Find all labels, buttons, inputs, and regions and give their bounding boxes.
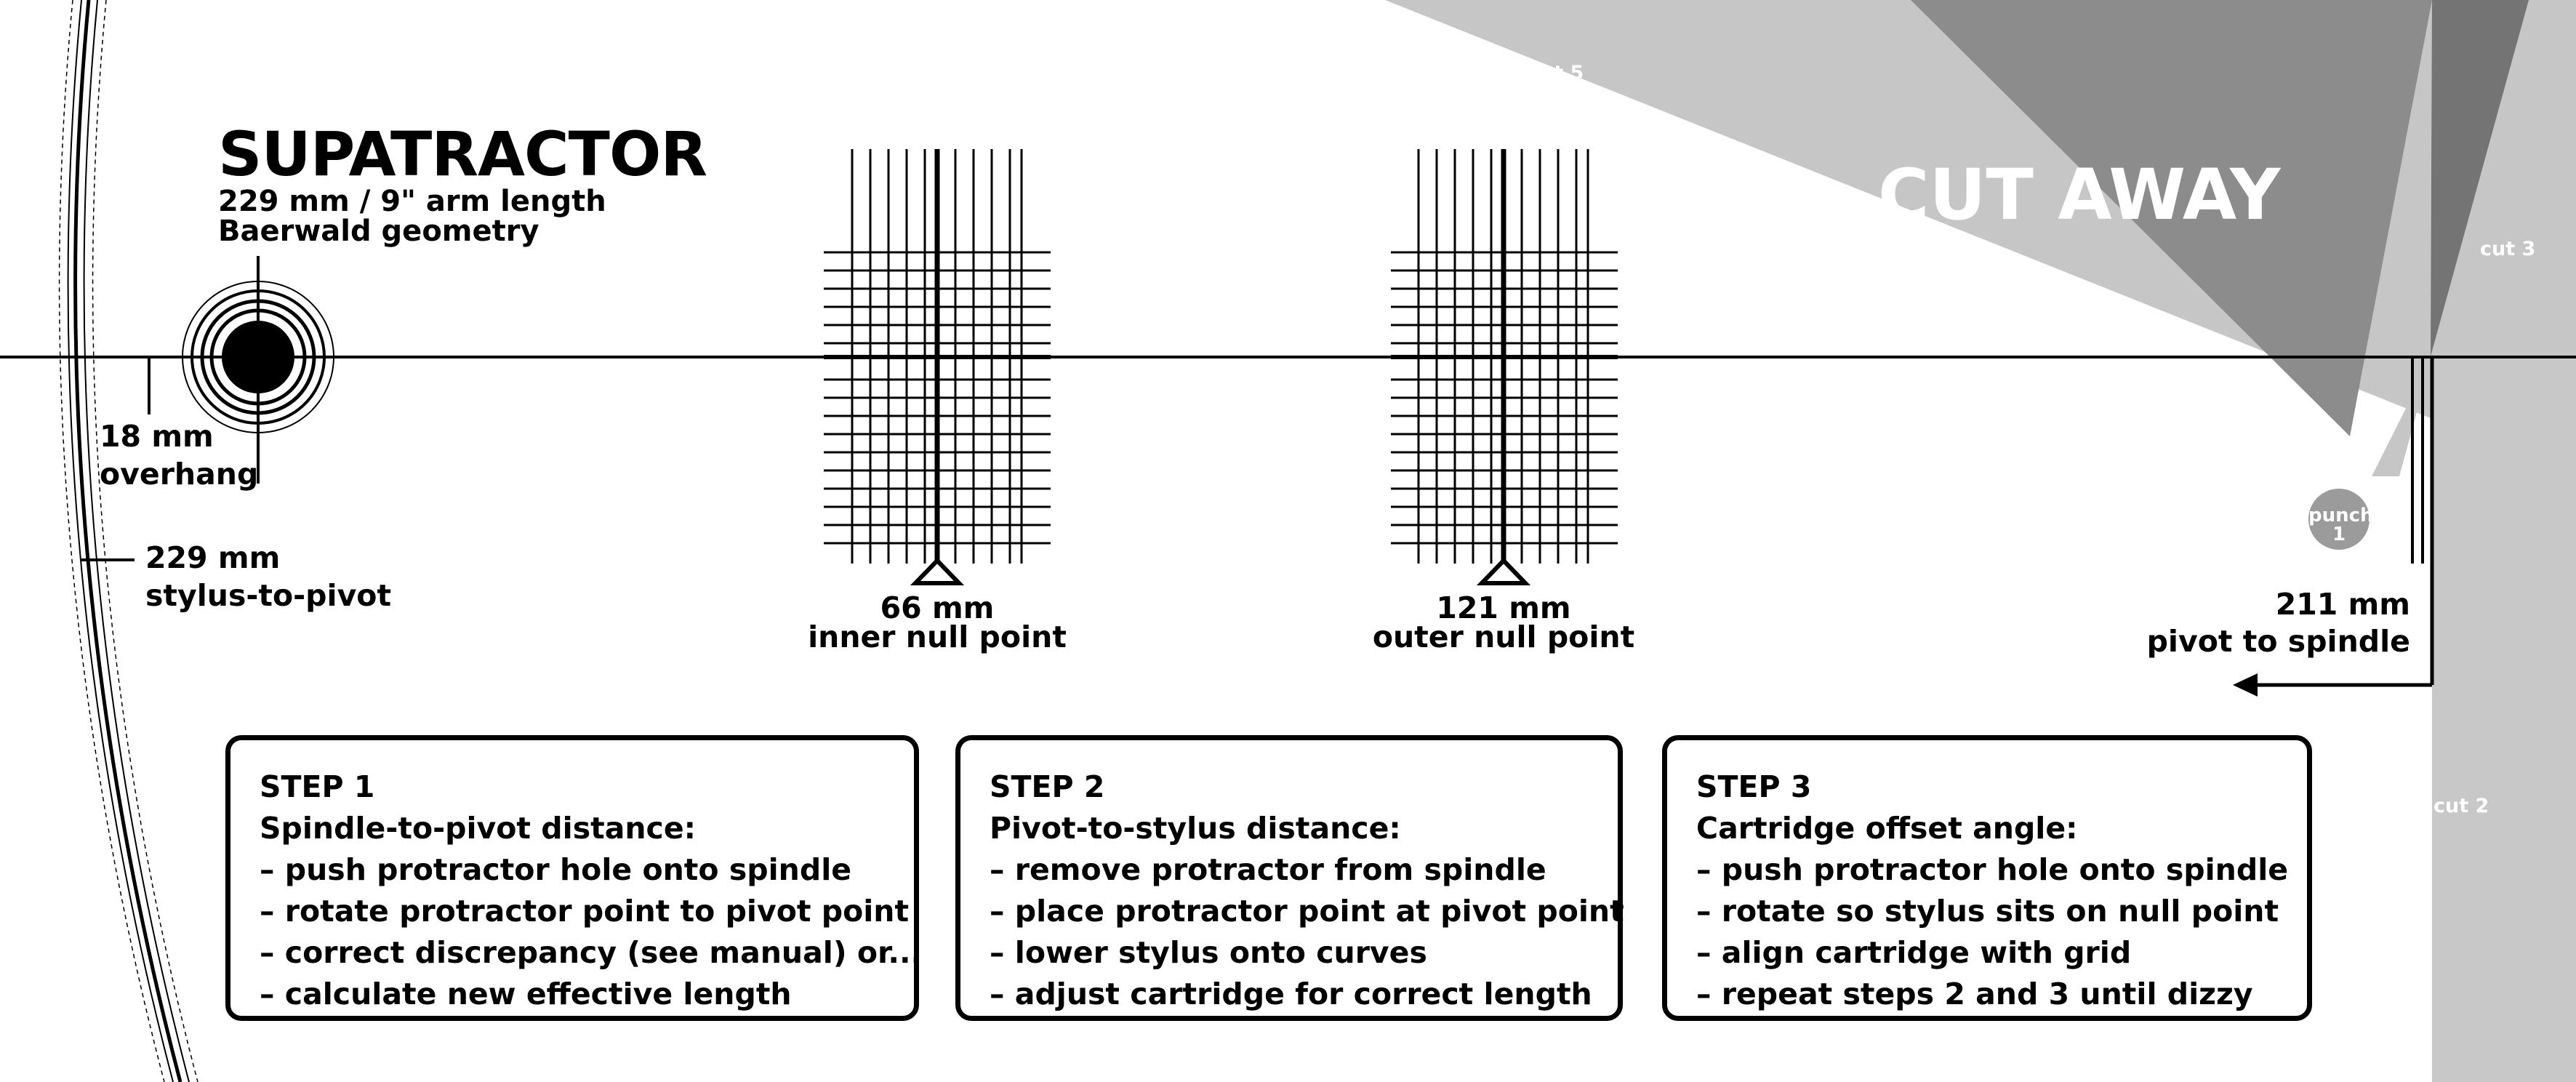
geometry-subtitle: Baerwald geometry <box>218 215 539 248</box>
cut-3-region <box>2431 0 2529 356</box>
pivot-marker <box>2233 357 2434 697</box>
step-item: – rotate protractor point to pivot point <box>260 894 910 929</box>
punch-word: punch <box>2308 505 2374 526</box>
cut-2-region <box>2432 356 2576 1082</box>
punch-number: 1 <box>2332 524 2346 545</box>
step-subtitle: Spindle-to-pivot distance: <box>260 811 697 846</box>
outer-null-value: 121 mm <box>1436 590 1571 625</box>
pivot-spindle-value: 211 mm <box>2275 587 2410 622</box>
step-item: – adjust cartridge for correct length <box>990 977 1592 1011</box>
step-heading: STEP 1 <box>260 769 375 804</box>
stylus-pivot-value: 229 mm <box>145 540 281 575</box>
cut-2-label: cut 2 <box>2433 795 2489 817</box>
step-item: – lower stylus onto curves <box>990 935 1427 970</box>
step-item: – align cartridge with grid <box>1696 935 2132 970</box>
cut-5-label: cut 5 <box>1528 62 1584 84</box>
step-item: – repeat steps 2 and 3 until dizzy <box>1696 977 2253 1011</box>
step-subtitle: Pivot-to-stylus distance: <box>990 811 1401 846</box>
step-item: – place protractor point at pivot point <box>990 894 1624 929</box>
cut-4-region <box>2372 356 2432 476</box>
cut-4-label: cut 4 <box>2323 451 2379 473</box>
step-subtitle: Cartridge offset angle: <box>1696 811 2078 846</box>
punch-hole <box>2308 489 2370 550</box>
step-heading: STEP 3 <box>1696 769 1812 804</box>
cut-away-region <box>1911 0 2432 436</box>
step-item: – rotate so stylus sits on null point <box>1696 894 2279 929</box>
step-3-box: STEP 3 Cartridge offset angle: – push pr… <box>1662 735 2312 1021</box>
step-item: – calculate new effective length <box>260 977 792 1011</box>
inner-null-value: 66 mm <box>880 590 995 625</box>
step-item: – remove protractor from spindle <box>990 852 1546 887</box>
overhang-value: 18 mm <box>100 419 214 454</box>
step-item: – correct discrepancy (see manual) or... <box>260 935 923 970</box>
step-item: – push protractor hole onto spindle <box>260 852 852 887</box>
overhang-label: overhang <box>100 457 259 492</box>
stylus-pivot-label: stylus-to-pivot <box>145 578 392 613</box>
cut-3-label: cut 3 <box>2480 238 2536 260</box>
record-edge-arcs <box>58 0 198 1082</box>
step-2-box: STEP 2 Pivot-to-stylus distance: – remov… <box>955 735 1624 1021</box>
spindle-hole <box>182 256 334 484</box>
outer-null-label: outer null point <box>1372 620 1635 654</box>
step-1-box: STEP 1 Spindle-to-pivot distance: – push… <box>225 735 923 1021</box>
inner-null-label: inner null point <box>808 620 1067 654</box>
arm-length-subtitle: 229 mm / 9" arm length <box>218 185 606 218</box>
page-title: SUPATRACTOR <box>218 119 707 190</box>
cut-away-label: CUT AWAY <box>1878 154 2281 236</box>
inner-null-grid <box>824 149 1051 585</box>
step-item: – push protractor hole onto spindle <box>1696 852 2289 887</box>
pivot-spindle-label: pivot to spindle <box>2146 624 2410 659</box>
step-heading: STEP 2 <box>990 769 1105 804</box>
punch-label: punch 1 <box>2308 506 2374 545</box>
outer-null-grid <box>1391 149 1618 585</box>
